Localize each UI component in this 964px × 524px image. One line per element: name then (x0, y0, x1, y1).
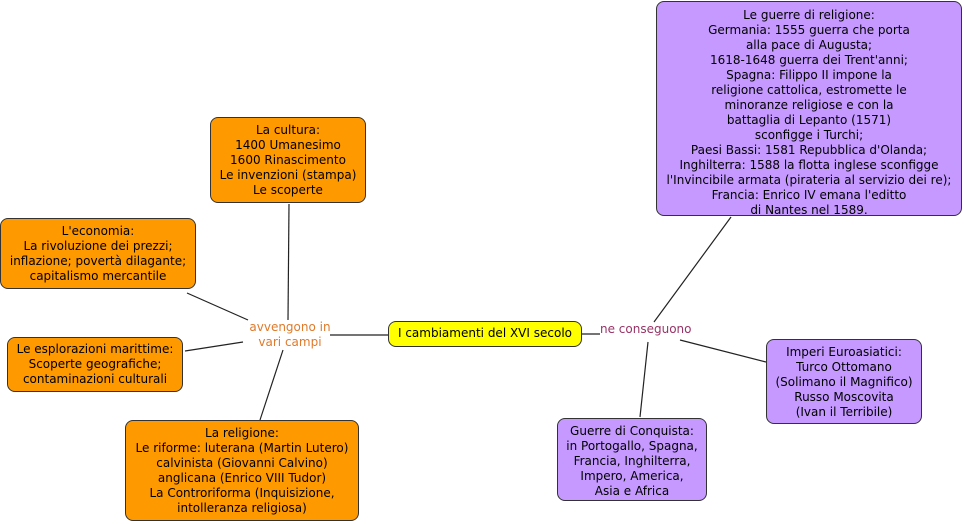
line-cultura (287, 203, 290, 321)
node-cultura[interactable]: La cultura: 1400 Umanesimo 1600 Rinascim… (210, 117, 366, 203)
link-label-conseguono: ne conseguono (600, 322, 692, 336)
line-esplorazioni (184, 341, 244, 352)
node-economia[interactable]: L'economia: La rivoluzione dei prezzi; i… (0, 218, 196, 289)
node-conquista[interactable]: Guerre di Conquista: in Portogallo, Spag… (557, 418, 707, 501)
node-imperi[interactable]: Imperi Euroasiatici: Turco Ottomano (Sol… (766, 339, 922, 424)
line-guerre-religione (653, 216, 732, 323)
line-religione (259, 349, 284, 421)
line-economia (186, 292, 249, 321)
line-imperi (679, 339, 767, 363)
node-guerre-religione[interactable]: Le guerre di religione: Germania: 1555 g… (656, 1, 962, 217)
link-label-avvengono: avvengono in vari campi (249, 320, 331, 349)
line-conquista (639, 341, 649, 418)
node-religione[interactable]: La religione: Le riforme: luterana (Mart… (125, 420, 359, 521)
central-node[interactable]: I cambiamenti del XVI secolo (388, 321, 582, 347)
node-esplorazioni[interactable]: Le esplorazioni marittime: Scoperte geog… (7, 337, 183, 392)
